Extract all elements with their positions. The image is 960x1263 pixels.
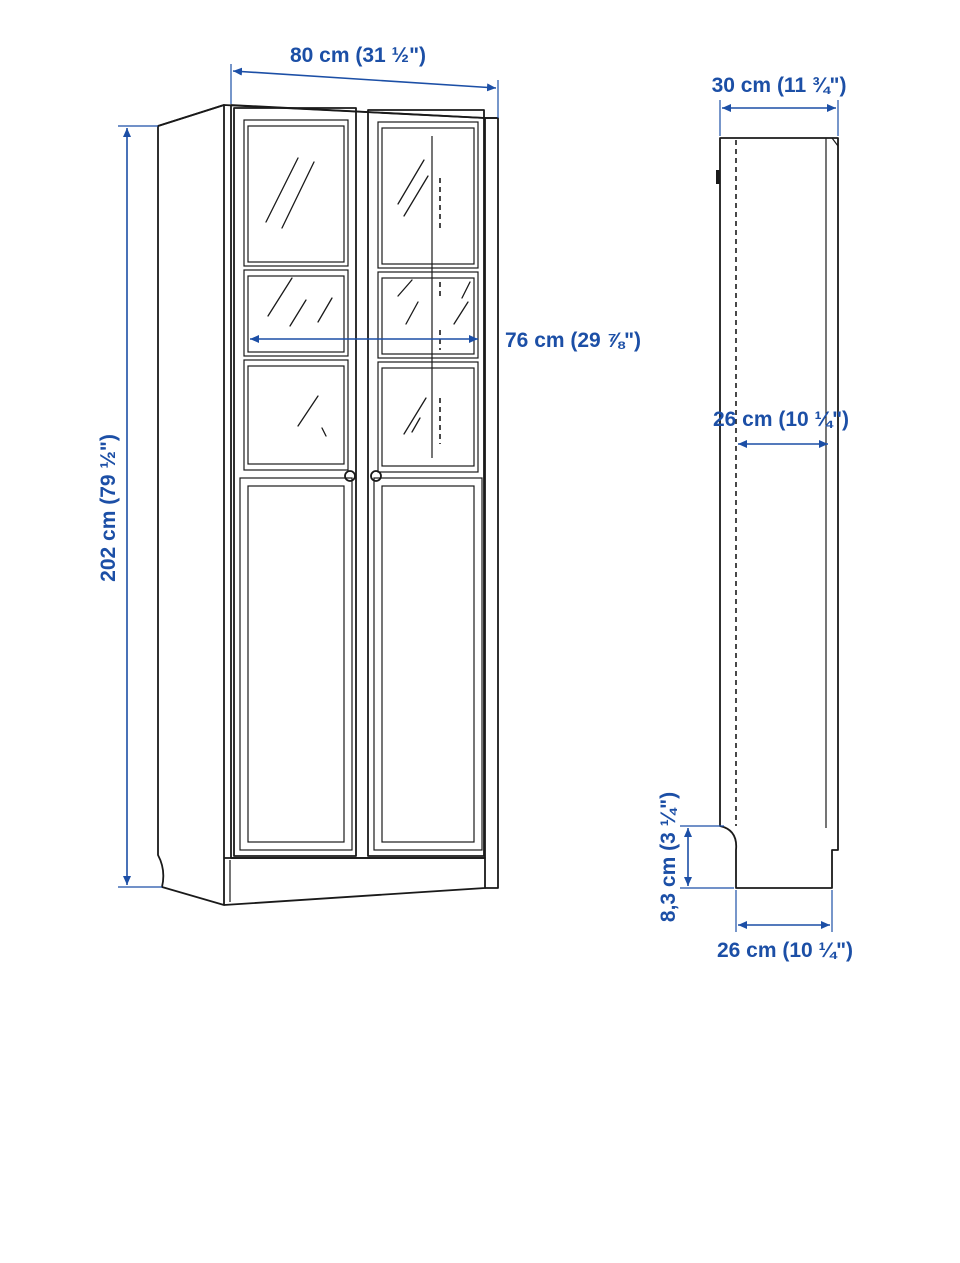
front-view [157, 104, 499, 906]
overall-depth-dimension: 30 cm (11 ¾") [712, 74, 847, 136]
left-door [233, 107, 357, 857]
inner-depth-label: 26 cm (10 ¼") [713, 408, 849, 431]
overall-height-dimension: 202 cm (79 ½") [97, 125, 162, 888]
base-depth-label: 26 cm (10 ¼") [717, 939, 853, 962]
overall-height-label: 202 cm (79 ½") [97, 434, 120, 582]
overall-width-label: 80 cm (31 ½") [290, 44, 426, 67]
base-depth-dimension: 26 cm (10 ¼") [717, 890, 853, 962]
inner-width-label: 76 cm (29 ⅞") [505, 329, 641, 352]
inner-depth-dimension: 26 cm (10 ¼") [713, 408, 849, 448]
plinth-height-dimension: 8,3 cm (3 ¼") [657, 792, 734, 922]
side-view [716, 137, 839, 889]
plinth-height-label: 8,3 cm (3 ¼") [657, 792, 680, 922]
overall-width-dimension: 80 cm (31 ½") [230, 44, 499, 118]
inner-width-dimension: 76 cm (29 ⅞") [250, 329, 641, 352]
overall-depth-label: 30 cm (11 ¾") [712, 74, 847, 97]
right-door [367, 109, 485, 857]
